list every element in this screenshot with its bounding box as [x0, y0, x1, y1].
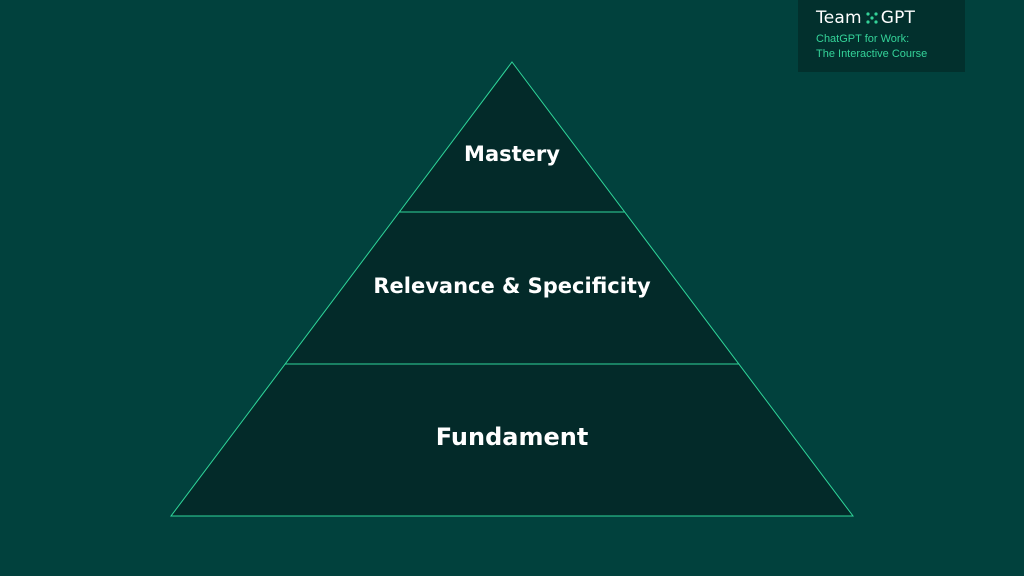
pyramid-shape	[169, 61, 855, 517]
tier-label-relevance-specificity: Relevance & Specificity	[373, 274, 651, 298]
brand-name-right: GPT	[880, 8, 916, 28]
brand-logo: Team GPT	[816, 8, 965, 28]
brand-subtitle-line-2: The Interactive Course	[816, 48, 928, 60]
dots-x-icon	[866, 12, 878, 24]
brand-name-left: Team	[816, 8, 862, 28]
tier-label-fundament: Fundament	[436, 423, 589, 451]
brand-subtitle: ChatGPT for Work: The Interactive Course	[816, 32, 965, 62]
brand-subtitle-line-1: ChatGPT for Work:	[816, 33, 910, 45]
tier-label-mastery: Mastery	[464, 142, 560, 166]
brand-box: Team GPT ChatGPT for Work: The Interacti…	[798, 0, 965, 72]
